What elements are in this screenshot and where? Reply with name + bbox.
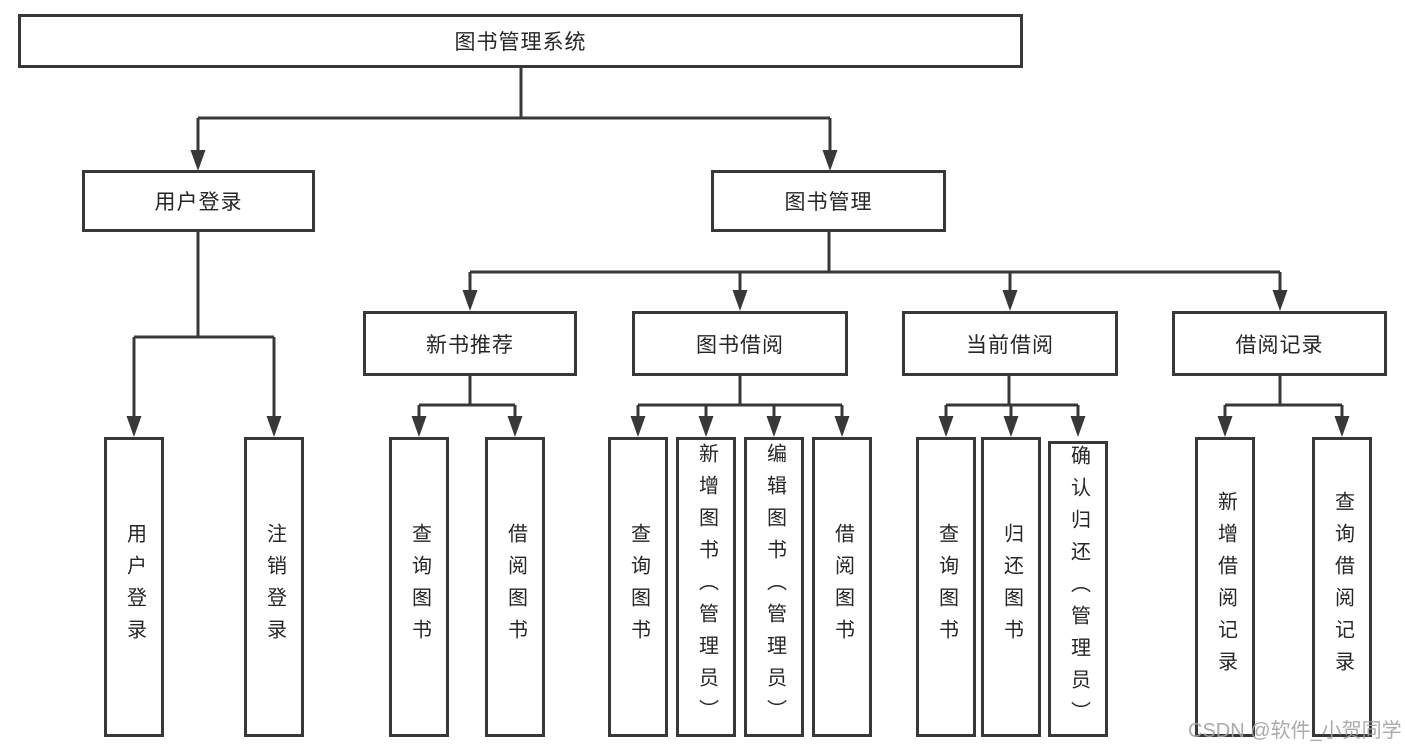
arrowhead	[938, 416, 954, 437]
leaf-label: 注销登录	[263, 523, 286, 651]
arrowhead	[732, 290, 748, 311]
arrowhead	[266, 416, 282, 437]
leaf-label: 查询图书	[627, 523, 650, 651]
arrowhead	[834, 416, 850, 437]
leaf-logout: 注销登录	[244, 437, 304, 737]
arrowhead	[190, 150, 206, 171]
node-library-system: 图书管理系统	[18, 14, 1023, 68]
node-user-login-branch: 用户登录	[82, 170, 315, 232]
node-new-book-recommend: 新书推荐	[363, 311, 577, 376]
leaf-label: 归还图书	[1000, 523, 1023, 651]
connector-recommend-to-leaves	[411, 376, 523, 437]
leaf-records-add-record: 新增借阅记录	[1195, 437, 1255, 737]
leaf-label: 查询借阅记录	[1331, 491, 1354, 683]
leaf-borrow-edit-book-admin: 编辑图书（管理员）	[744, 437, 804, 737]
leaf-current-confirm-return-admin: 确认归还（管理员）	[1048, 441, 1108, 737]
leaf-current-query-book: 查询图书	[916, 437, 976, 737]
leaf-borrow-query-book: 查询图书	[608, 437, 668, 737]
leaf-current-return-book: 归还图书	[981, 437, 1041, 737]
node-book-borrow: 图书借阅	[632, 311, 848, 376]
leaf-recommend-query-book: 查询图书	[389, 437, 449, 737]
leaf-label: 新增图书（管理员）	[695, 443, 718, 731]
arrowhead	[1003, 416, 1019, 437]
connector-records-to-leaves	[1217, 376, 1350, 437]
arrowhead	[126, 416, 142, 437]
connector-root-to-level2	[190, 68, 838, 171]
arrowhead	[1272, 290, 1288, 311]
connector-user-login-to-leaves	[126, 232, 282, 437]
arrowhead	[822, 150, 838, 171]
leaf-label: 查询图书	[935, 523, 958, 651]
arrowhead	[507, 416, 523, 437]
arrowhead	[1002, 290, 1018, 311]
leaf-label: 用户登录	[123, 523, 146, 651]
leaf-label: 借阅图书	[831, 523, 854, 651]
leaf-label: 借阅图书	[504, 523, 527, 651]
leaf-recommend-borrow-book: 借阅图书	[485, 437, 545, 737]
leaf-borrow-add-book-admin: 新增图书（管理员）	[676, 437, 736, 737]
arrowhead	[1217, 416, 1233, 437]
connector-current-to-leaves	[938, 376, 1086, 437]
connector-borrow-to-leaves	[630, 376, 850, 437]
node-book-management: 图书管理	[711, 170, 946, 232]
arrowhead	[630, 416, 646, 437]
node-current-borrow: 当前借阅	[902, 311, 1118, 376]
leaf-label: 新增借阅记录	[1214, 491, 1237, 683]
arrowhead	[462, 290, 478, 311]
connector-book-management-to-level3	[462, 232, 1288, 311]
arrowhead	[698, 416, 714, 437]
watermark: CSDN @软件_小贺同学	[1188, 720, 1402, 742]
leaf-records-query-record: 查询借阅记录	[1312, 437, 1372, 737]
leaf-user-login: 用户登录	[104, 437, 164, 737]
leaf-label: 确认归还（管理员）	[1067, 445, 1090, 733]
arrowhead	[766, 416, 782, 437]
arrowhead	[1070, 416, 1086, 437]
leaf-label: 编辑图书（管理员）	[763, 443, 786, 731]
node-borrow-records: 借阅记录	[1172, 311, 1387, 376]
arrowhead	[411, 416, 427, 437]
leaf-label: 查询图书	[408, 523, 431, 651]
arrowhead	[1334, 416, 1350, 437]
leaf-borrow-borrow-book: 借阅图书	[812, 437, 872, 737]
